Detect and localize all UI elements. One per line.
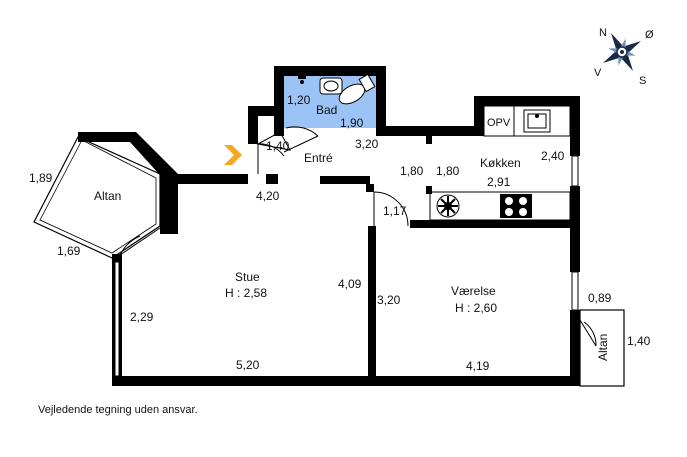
disclaimer-text: Vejledende tegning uden ansvar. [38,404,198,416]
compass-o: Ø [645,29,654,41]
dim-vaerelse-bottom: 4,19 [466,359,490,373]
dim-altan-left-top: 1,89 [29,171,53,185]
room-stue-height: H : 2,58 [225,286,267,300]
dim-bad-height: 1,20 [287,93,311,107]
room-vaerelse-height: H : 2,60 [455,301,497,315]
dim-vaerelse-left: 3,20 [377,293,401,307]
room-vaerelse: Værelse [451,284,496,298]
altan-right-outline [579,309,625,387]
dim-altan-right-side: 1,40 [627,334,651,348]
room-stue: Stue [235,270,260,284]
altan-left-outline [33,136,161,259]
dim-stue-top: 4,20 [256,189,280,203]
dim-stue-bottom: 5,20 [236,358,260,372]
sink-icon [319,77,343,95]
compass-rose-icon [602,32,642,72]
dim-hall-a: 1,80 [400,164,424,178]
compass-v: V [594,67,602,79]
dim-altan-right-top: 0,89 [588,291,612,305]
room-altan-right: Altan [596,334,610,361]
room-kokken: Køkken [480,156,521,170]
altan-door-swing [119,227,161,256]
dim-door-small: 1,17 [383,204,407,218]
dim-stue-left: 2,29 [130,310,154,324]
dim-entre-left: 1,40 [266,139,290,153]
entry-arrow-icon [224,145,242,165]
dim-kitchen-width: 2,91 [487,175,511,189]
dim-stue-right: 4,09 [338,277,362,291]
stove-icon [500,194,532,218]
vaerelse-door-swing [373,191,409,227]
room-bad: Bad [316,103,337,117]
dim-hall-b: 1,80 [436,164,460,178]
dim-kitchen-height: 2,40 [541,149,565,163]
compass-n: N [599,27,607,39]
toilet-icon [338,73,376,105]
room-entre: Entré [304,151,333,165]
dim-bad-width: 1,90 [340,116,364,130]
kitchen-counter [429,105,571,221]
kitchen-sink-icon [523,109,551,133]
compass-s: S [639,75,646,87]
label-opv: OPV [487,117,511,129]
walls [78,66,580,386]
ventilation-fan-icon [436,194,460,218]
room-altan-left: Altan [94,189,121,203]
dim-altan-left-bottom: 1,69 [57,244,81,258]
dim-entre-width: 3,20 [355,137,379,151]
bathroom-door-swing [283,126,319,153]
windows [114,155,579,377]
tap-icon [298,76,306,84]
